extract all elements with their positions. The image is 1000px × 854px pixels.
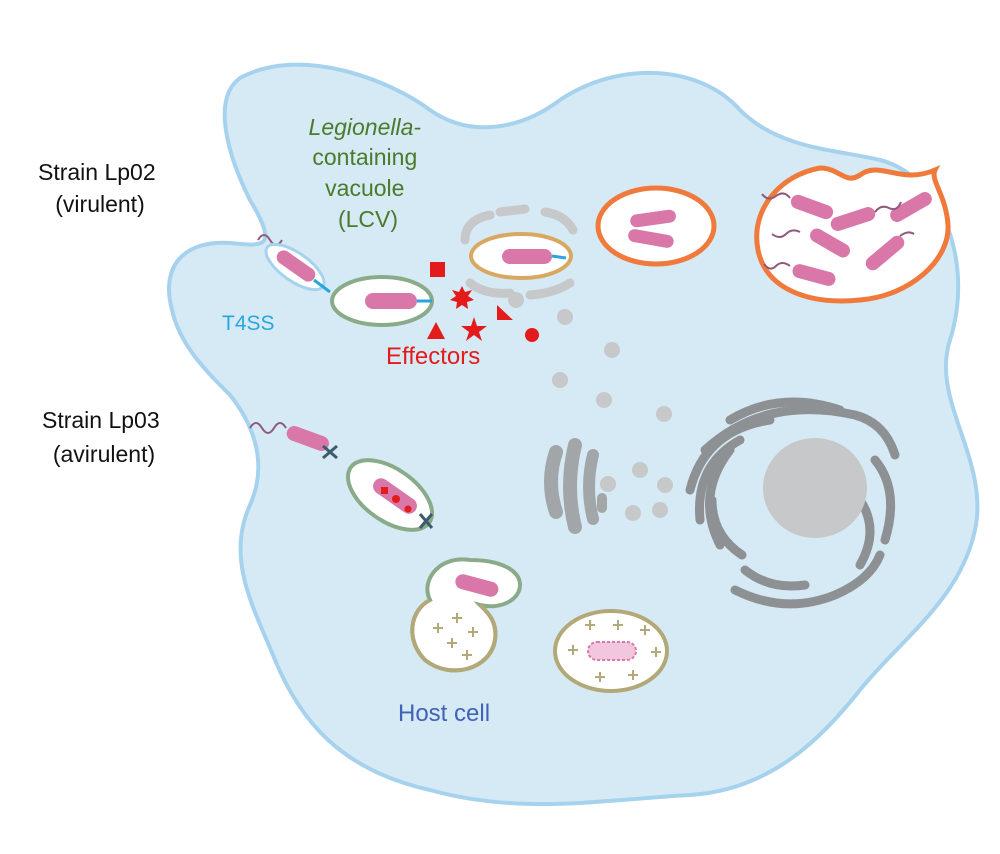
mature-lcv-large — [754, 165, 951, 304]
er-vesicles — [508, 292, 673, 521]
effector-right-triangle — [497, 305, 513, 320]
effector-burst — [450, 286, 474, 309]
blocked-t4ss-icon — [418, 513, 434, 529]
host-cell-label: Host cell — [398, 700, 490, 727]
strain-avirulent-label: Strain Lp03 (avirulent) — [42, 407, 166, 467]
entering-bacterium-avirulent — [249, 422, 338, 460]
t4ss-label: T4SS — [222, 312, 275, 335]
entering-bacterium-virulent — [257, 234, 331, 294]
avirulent-phagosome — [345, 458, 435, 532]
effectors — [427, 262, 539, 342]
mid-lcv — [460, 204, 578, 300]
golgi-apparatus — [544, 438, 607, 534]
lcv-label: Legionella- containing vacuole (LCV) — [309, 114, 428, 232]
effectors-label: Effectors — [386, 343, 480, 370]
mature-lcv-small — [595, 185, 717, 267]
effector-square — [430, 262, 445, 277]
nucleus — [763, 438, 867, 538]
effector-triangle — [427, 322, 445, 339]
blocked-t4ss-icon — [322, 444, 338, 460]
effector-circle — [525, 328, 539, 342]
phagolysosome-fusion — [410, 557, 523, 673]
effector-star — [461, 317, 487, 341]
phagolysosome-digested — [553, 609, 669, 693]
strain-virulent-label: Strain Lp02 (virulent) — [38, 159, 162, 217]
early-lcv — [330, 275, 434, 327]
